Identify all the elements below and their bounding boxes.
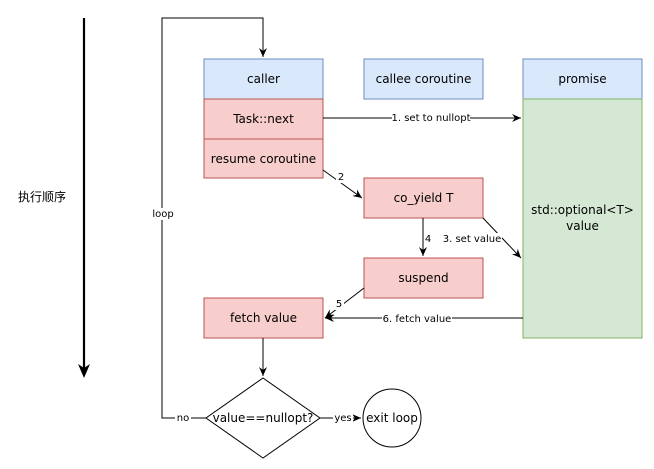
label-bg-yes <box>333 412 353 424</box>
header-caller: caller <box>203 58 324 100</box>
label-bg-step-2 <box>336 171 346 183</box>
step-resume-box <box>203 138 324 179</box>
step-co-yield: co_yield T <box>363 177 484 219</box>
label-step-5: 5 <box>336 299 342 310</box>
header-promise: promise <box>522 58 643 100</box>
label-bg-fetch-value <box>382 313 452 325</box>
label-step-4: 4 <box>425 234 431 245</box>
step-resume: resume coroutine <box>203 138 324 179</box>
time-axis-arrowhead <box>78 364 90 378</box>
exit-loop-label: exit loop <box>366 411 418 425</box>
step-task-next-box <box>203 98 324 140</box>
header-caller-label: caller <box>247 72 280 86</box>
decision-label: value==nullopt? <box>213 411 314 425</box>
header-callee-box <box>363 58 484 100</box>
label-bg-no <box>175 412 191 424</box>
promise-value-box <box>522 98 643 339</box>
step-suspend-box <box>363 257 484 299</box>
header-callee-label: callee coroutine <box>376 72 472 86</box>
label-no: no <box>177 413 189 424</box>
header-callee: callee coroutine <box>363 58 484 100</box>
exit-loop-node: exit loop <box>362 388 422 448</box>
label-set-value: 3. set value <box>443 234 502 245</box>
label-fetch-value: 6. fetch value <box>383 314 452 325</box>
label-bg-step-5 <box>334 298 344 310</box>
promise-value-line2: value <box>566 219 599 233</box>
step-task-next-label: Task::next <box>232 112 294 126</box>
time-axis-label: 执行顺序 <box>18 189 66 204</box>
step-fetch-value-box <box>203 297 324 339</box>
step-suspend-label: suspend <box>398 271 448 285</box>
label-bg-set-value <box>442 233 502 245</box>
step-task-next: Task::next <box>203 98 324 140</box>
header-promise-box <box>522 58 643 100</box>
edge-labels: 1. set to nullopt 2 3. set value 4 5 6. … <box>152 112 502 424</box>
label-yes: yes <box>334 413 351 424</box>
label-bg-loop <box>152 208 174 220</box>
promise-value-line1: std::optional<T> <box>531 203 634 217</box>
label-loop: loop <box>152 209 173 220</box>
decision-node: value==nullopt? <box>205 377 321 459</box>
exit-loop-circle <box>362 388 422 448</box>
label-set-nullopt: 1. set to nullopt <box>391 113 470 124</box>
step-suspend: suspend <box>363 257 484 299</box>
step-fetch-value: fetch value <box>203 297 324 339</box>
label-step-2: 2 <box>338 172 344 183</box>
promise-value: std::optional<T> value <box>522 98 643 339</box>
header-caller-box <box>203 58 324 100</box>
step-co-yield-label: co_yield T <box>394 191 455 205</box>
step-fetch-value-label: fetch value <box>230 311 297 325</box>
time-axis: 执行顺序 <box>18 18 90 378</box>
edge-resume-to-yield <box>322 169 363 199</box>
label-bg-set-nullopt <box>392 112 470 124</box>
header-promise-label: promise <box>558 72 606 86</box>
step-resume-label: resume coroutine <box>211 152 316 166</box>
decision-diamond <box>205 377 321 459</box>
edge-suspend-to-fetch <box>324 287 365 319</box>
